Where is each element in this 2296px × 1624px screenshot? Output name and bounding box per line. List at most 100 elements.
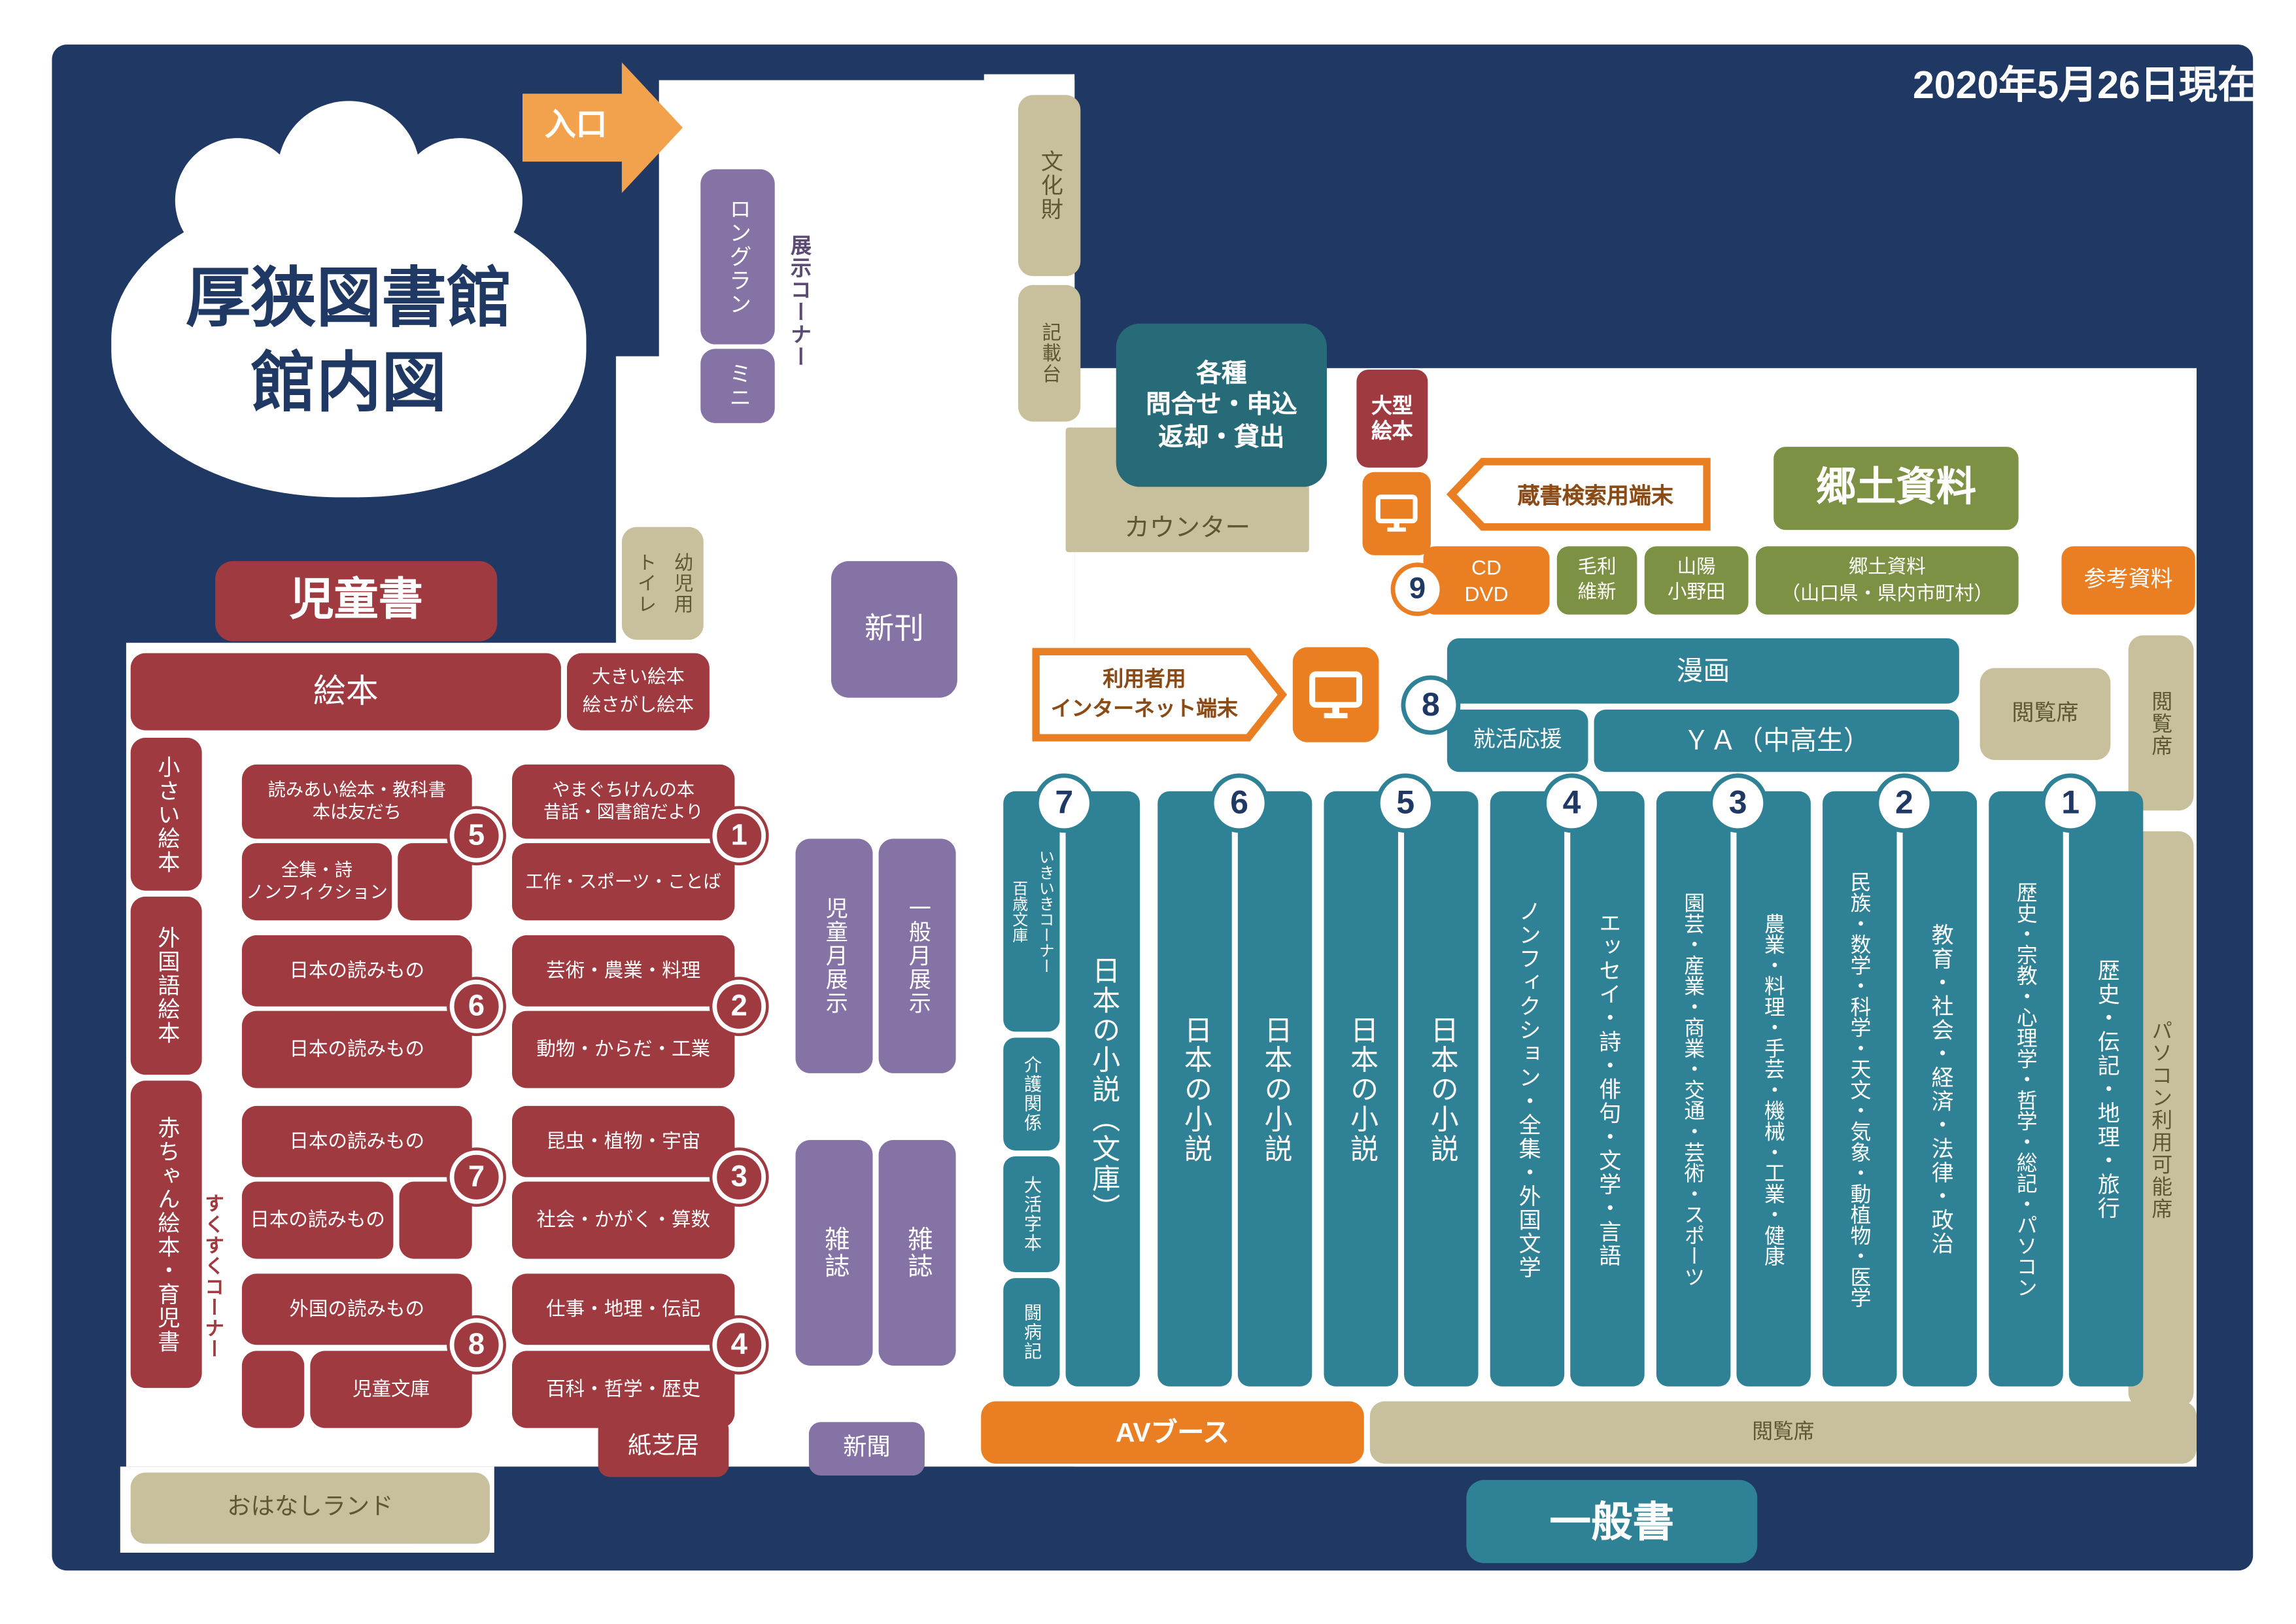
exhibition-longrun: ロングラン: [700, 169, 775, 345]
reading-seats-north: 閲覧席: [1979, 668, 2111, 761]
foreign-picture-books-shelf: 外国語絵本: [130, 896, 202, 1075]
mori-ishin-shelf: 毛利 維新: [1556, 546, 1637, 615]
stack-1-left: 歴史・宗教・心理学・哲学・総記・パソコン: [1989, 791, 2063, 1387]
magazines-shelf-2: 雑誌: [878, 1140, 956, 1366]
shelf-g4-top: 仕事・地理・伝記: [512, 1273, 735, 1345]
stack-illness-memoirs: 闘病記: [1003, 1278, 1060, 1387]
shelf-num-8-child: 8: [449, 1318, 504, 1372]
shelf-g3-top: 昆虫・植物・宇宙: [512, 1105, 735, 1177]
monitor-icon: [1375, 494, 1418, 532]
kamishibai-shelf: 紙芝居: [598, 1417, 729, 1477]
stack-7-main: 日本の小説（文庫）: [1065, 791, 1140, 1387]
stack-num-2: 2: [1874, 773, 1934, 833]
writing-desk: 記載台: [1018, 285, 1081, 422]
stack-3-right: 農業・料理・手芸・機械・工業・健康: [1736, 791, 1811, 1387]
small-picture-books-shelf: 小さい絵本: [130, 737, 202, 891]
magazines-shelf-1: 雑誌: [795, 1140, 873, 1366]
stack-ikiiki-corner: いきいきコーナー 百歳文庫: [1003, 791, 1060, 1032]
newspapers-shelf: 新聞: [808, 1422, 925, 1476]
stack-num-1: 1: [2040, 773, 2100, 833]
stack-num-4: 4: [1542, 773, 1602, 833]
toddler-toilet: 幼児用 トイレ: [621, 527, 704, 640]
entrance-label: 入口: [544, 108, 608, 143]
shelf-num-7-child: 7: [449, 1150, 504, 1204]
stack-3-left: 園芸・産業・商業・交通・芸術・スポーツ: [1656, 791, 1731, 1387]
shelf-g4-bottom: 百科・哲学・歴史: [512, 1351, 735, 1428]
sanyo-onoda-shelf: 山陽 小野田: [1644, 546, 1749, 615]
cultural-assets: 文化財: [1018, 95, 1081, 277]
general-monthly-display: 一般月展示: [878, 838, 956, 1073]
shelf-g6-bottom: 日本の読みもの: [241, 1011, 472, 1088]
children-monthly-display: 児童月展示: [795, 838, 873, 1073]
shelf-num-5-child: 5: [449, 808, 504, 863]
stack-large-print: 大活字本: [1003, 1156, 1060, 1273]
stack-5-left: 日本の小説: [1324, 791, 1398, 1387]
baby-books-shelf: 赤ちゃん絵本・育児書: [130, 1080, 202, 1389]
ya-shelf: ＹＡ（中高生）: [1594, 709, 1959, 772]
shelf-g2-bottom: 動物・からだ・工業: [512, 1011, 735, 1088]
reading-seats-east: 閲覧席: [2128, 635, 2194, 811]
cd-dvd-shelf: CD DVD: [1423, 546, 1550, 615]
reference-materials-shelf: 参考資料: [2061, 546, 2195, 615]
search-terminal-label: 蔵書検索用端末: [1517, 483, 1673, 509]
stack-6-right: 日本の小説: [1237, 791, 1312, 1387]
shelf-num-6-child: 6: [449, 979, 504, 1033]
stack-4-right: エッセイ・詩・俳句・文学・言語: [1570, 791, 1645, 1387]
cloud-body: [111, 193, 587, 498]
shelf-g6-top: 日本の読みもの: [241, 935, 472, 1007]
general-books-sign: 一般書: [1466, 1479, 1758, 1563]
shelf-g5-top: 読みあい絵本・教科書 本は友だち: [241, 764, 472, 839]
big-picture-books-shelf: 大きい絵本 絵さがし絵本: [566, 653, 710, 731]
large-picture-books: 大型 絵本: [1356, 370, 1428, 468]
shelf-num-3-child: 3: [712, 1150, 766, 1204]
new-books-stand: 新刊: [831, 561, 957, 698]
search-terminal-callout: [1446, 458, 1711, 531]
shelf-g1-bottom: 工作・スポーツ・ことば: [512, 843, 735, 921]
shelf-g8-blank: [241, 1351, 305, 1428]
stack-4-left: ノンフィクション・全集・外国文学: [1490, 791, 1565, 1387]
shelf-num-2-child: 2: [712, 979, 766, 1033]
page-title-line2: 館内図: [250, 346, 447, 420]
shelf-g7-top: 日本の読みもの: [241, 1105, 472, 1177]
stack-5-right: 日本の小説: [1404, 791, 1479, 1387]
manga-shelf: 漫画: [1447, 638, 1959, 704]
local-materials-sign: 郷土資料: [1773, 447, 2019, 530]
stack-2-right: 教育・社会・経済・法律・政治: [1902, 791, 1978, 1387]
date-label: 2020年5月26日現在: [1912, 61, 2256, 107]
internet-terminal-callout: [1032, 648, 1288, 742]
internet-terminal-box: [1292, 647, 1379, 742]
shelf-num-1-child: 1: [712, 808, 766, 863]
local-materials-shelf: 郷土資料 （山口県・県内市町村）: [1755, 546, 2019, 615]
stack-num-6: 6: [1209, 773, 1269, 833]
monitor-icon: [1309, 670, 1363, 718]
shelf-g8-bottom: 児童文庫: [310, 1351, 472, 1428]
internet-terminal-label: 利用者用 インターネット端末: [1050, 666, 1238, 720]
inquiries-desk: 各種 問合せ・申込 返却・貸出: [1116, 323, 1328, 487]
reading-seats-south: 閲覧席: [1369, 1401, 2197, 1464]
shelf-g2-top: 芸術・農業・料理: [512, 935, 735, 1007]
exhibition-mini: ミニ: [700, 349, 775, 423]
picture-books-shelf: 絵本: [130, 653, 561, 731]
shelf-g1-top: やまぐちけんの本 昔話・図書館だより: [512, 764, 735, 839]
job-support-shelf: 就活応援: [1447, 709, 1588, 772]
stack-2-left: 民族・数学・科学・天文・気象・動植物・医学: [1823, 791, 1897, 1387]
stack-num-3: 3: [1708, 773, 1768, 833]
shelf-g3-bottom: 社会・かがく・算数: [512, 1181, 735, 1259]
shelf-g7-bottom: 日本の読みもの: [241, 1181, 394, 1259]
sukusuku-corner-label: すくすくコーナー: [201, 1193, 224, 1360]
stack-1-right: 歴史・伝記・地理・旅行: [2068, 791, 2144, 1387]
children-books-sign: 児童書: [215, 561, 498, 642]
shelf-num-8-adult: 8: [1401, 675, 1461, 735]
av-booth: AVブース: [981, 1401, 1364, 1464]
page-title-line1: 厚狭図書館: [185, 262, 513, 335]
stack-6-left: 日本の小説: [1157, 791, 1232, 1387]
stack-num-5: 5: [1375, 773, 1435, 833]
exhibition-corner-label: 展示コーナー: [789, 233, 814, 368]
shelf-g5-bottom: 全集・詩 ノンフィクション: [241, 843, 392, 921]
shelf-num-9: 9: [1390, 562, 1445, 616]
search-terminal-box: [1362, 472, 1431, 555]
shelf-num-4-child: 4: [712, 1318, 766, 1372]
story-land: おはなしランド: [130, 1472, 490, 1544]
stack-nursing-care: 介護関係: [1003, 1037, 1060, 1150]
